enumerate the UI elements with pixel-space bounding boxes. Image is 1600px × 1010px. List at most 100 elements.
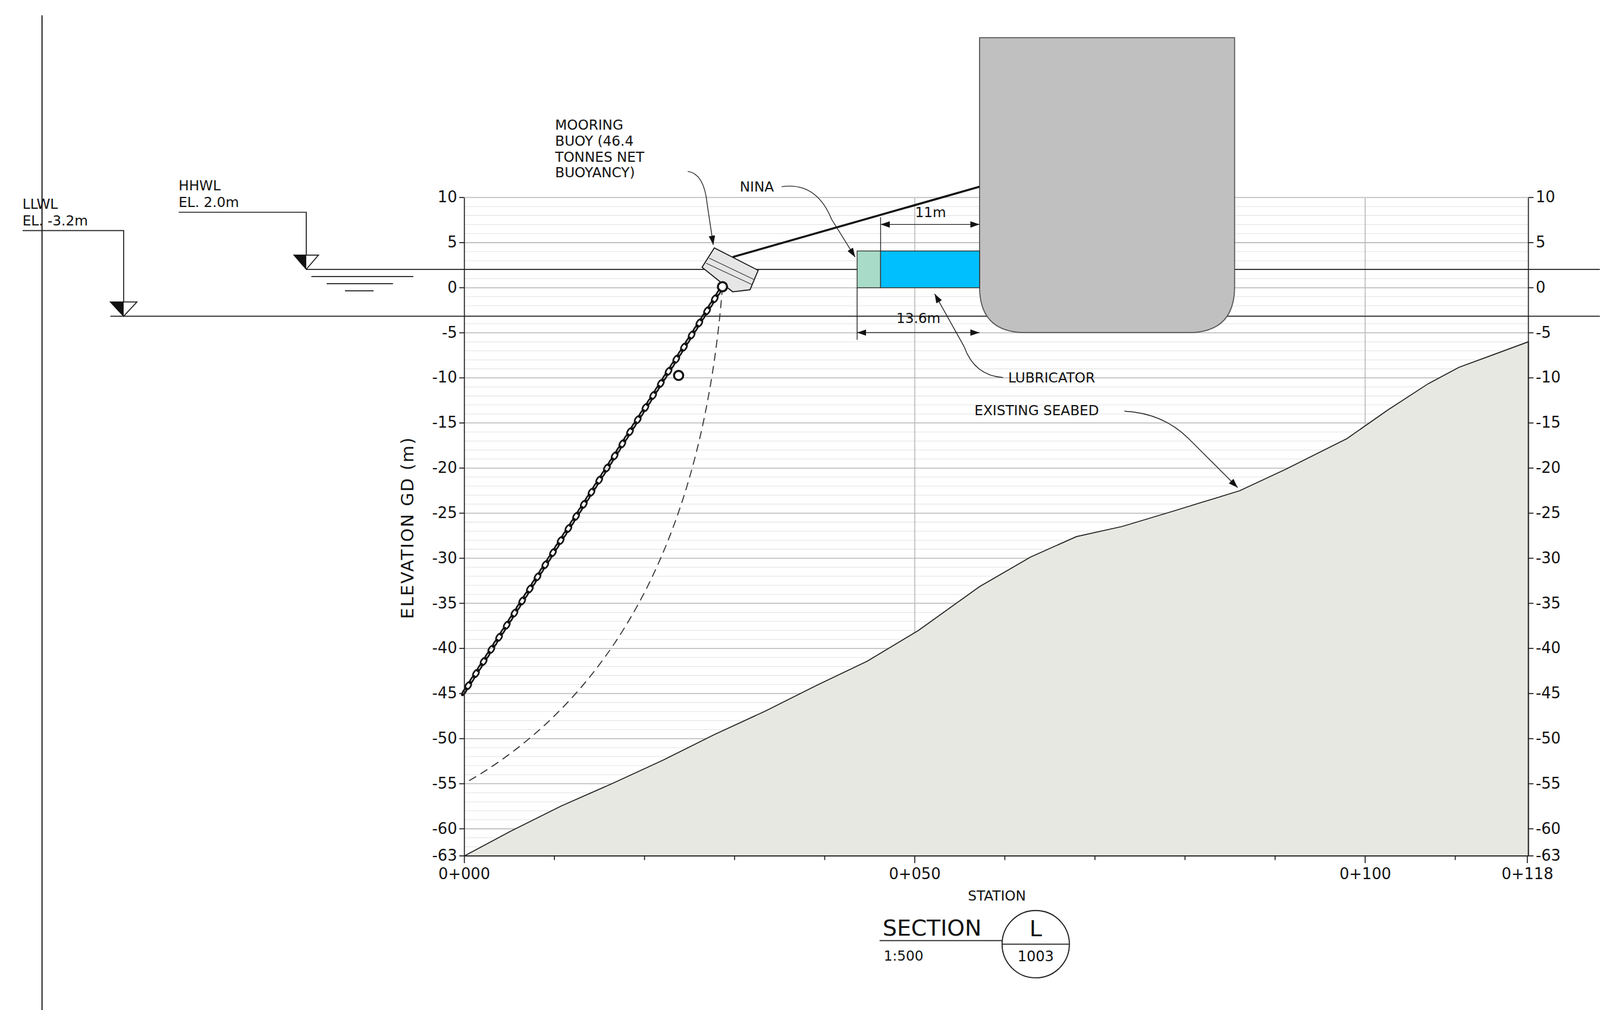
tick (459, 738, 465, 740)
tick (459, 422, 465, 424)
tick (459, 647, 465, 649)
axis-label: 0+100 (1339, 865, 1392, 884)
axis-label: 10 (1535, 188, 1556, 207)
section-letter: L (1001, 917, 1071, 941)
tick (459, 692, 465, 695)
tick (1528, 467, 1534, 469)
llwl-symbol (110, 302, 138, 317)
axis-label: -20 (1535, 459, 1561, 478)
label: MOORING BUOY (46.4 TONNES NET BUOYANCY) (554, 117, 658, 181)
tick (459, 855, 465, 857)
leader-line (781, 186, 855, 257)
axis-label: -55 (1535, 775, 1561, 793)
axis-label: -5 (441, 324, 458, 343)
tick (1454, 855, 1457, 861)
anchor-chain (460, 281, 727, 696)
label: STATION (967, 888, 1027, 905)
hhwl-symbol (293, 255, 319, 270)
tick (1528, 692, 1534, 695)
axis-label: -15 (1535, 413, 1561, 432)
tick (459, 287, 465, 289)
swivel (673, 370, 683, 380)
tick (1274, 855, 1276, 861)
tick (463, 855, 466, 864)
tick (459, 512, 465, 514)
tick (1094, 855, 1096, 861)
tick (459, 467, 465, 469)
grid-line (464, 368, 1529, 370)
tick (1528, 377, 1534, 379)
tick (644, 855, 646, 861)
axis-label: -55 (432, 775, 458, 793)
axis-label: -15 (432, 413, 458, 432)
axis-label: 5 (1535, 233, 1546, 252)
label: NINA (739, 179, 774, 196)
axis-ticks (459, 197, 1534, 864)
tick (459, 196, 465, 199)
axis-label: -60 (1535, 820, 1561, 839)
tick (733, 855, 736, 861)
axis-label: -35 (432, 594, 458, 613)
grid-line (464, 341, 1529, 343)
tick (459, 783, 465, 785)
grid-line (464, 350, 1529, 351)
axis-label: 0 (1535, 278, 1546, 297)
axis-label: 5 (447, 233, 457, 252)
tick (1528, 422, 1534, 424)
label: EL. -3.2m (22, 212, 89, 229)
dim-ext (856, 287, 858, 340)
tick (1528, 828, 1534, 830)
axis-label: 10 (437, 188, 458, 207)
grid-line (464, 377, 1529, 379)
axis-line (1528, 198, 1530, 856)
tick (459, 242, 465, 244)
seabed (464, 342, 1529, 856)
mooring-line (732, 186, 980, 257)
axis-label: -45 (432, 684, 458, 703)
nina-block (857, 251, 881, 288)
dimension: 13.6m (896, 310, 941, 327)
hhwl-symbol (293, 255, 307, 270)
sheet-number: 1003 (1001, 949, 1071, 964)
label: LLWL (22, 196, 58, 213)
tick (1528, 332, 1534, 334)
label: ELEVATION GD (m) (397, 436, 419, 620)
dim-ext (880, 217, 881, 252)
axis-label: -30 (1535, 549, 1561, 568)
label: LUBRICATOR (1008, 369, 1096, 386)
tick (1364, 855, 1366, 864)
label: 1:500 (883, 948, 924, 965)
axis-label: -10 (432, 369, 458, 388)
grid-line (464, 359, 1529, 360)
axis-line (464, 855, 1529, 857)
axis-label: 0 (447, 278, 457, 297)
tick (1528, 557, 1534, 560)
lubricator-block (880, 251, 980, 288)
dim-line (880, 224, 980, 225)
tick (459, 377, 465, 379)
tick (459, 332, 465, 334)
llwl-leader (22, 230, 124, 304)
axis-label: -40 (1535, 640, 1561, 658)
axis-label: -5 (1535, 324, 1552, 343)
grid-line (464, 386, 1529, 388)
tick (1528, 738, 1534, 740)
tick (1184, 855, 1186, 861)
water-mark (311, 275, 414, 278)
axis-label: -50 (432, 729, 458, 748)
axis-label: -25 (432, 504, 458, 523)
dimension: 11m (915, 204, 947, 221)
shackle (717, 281, 727, 291)
axis-label: -40 (432, 640, 458, 658)
axis-label: -30 (432, 549, 458, 568)
vessel-hull (979, 37, 1235, 333)
axis-label: -10 (1535, 369, 1561, 388)
axis-label: -20 (432, 459, 458, 478)
tick (1528, 512, 1534, 514)
tick (1004, 855, 1006, 861)
grid-line (464, 855, 1529, 856)
llwl-symbol (110, 302, 124, 317)
buoy-hatch (708, 258, 754, 280)
buoy-hatch (706, 263, 752, 285)
